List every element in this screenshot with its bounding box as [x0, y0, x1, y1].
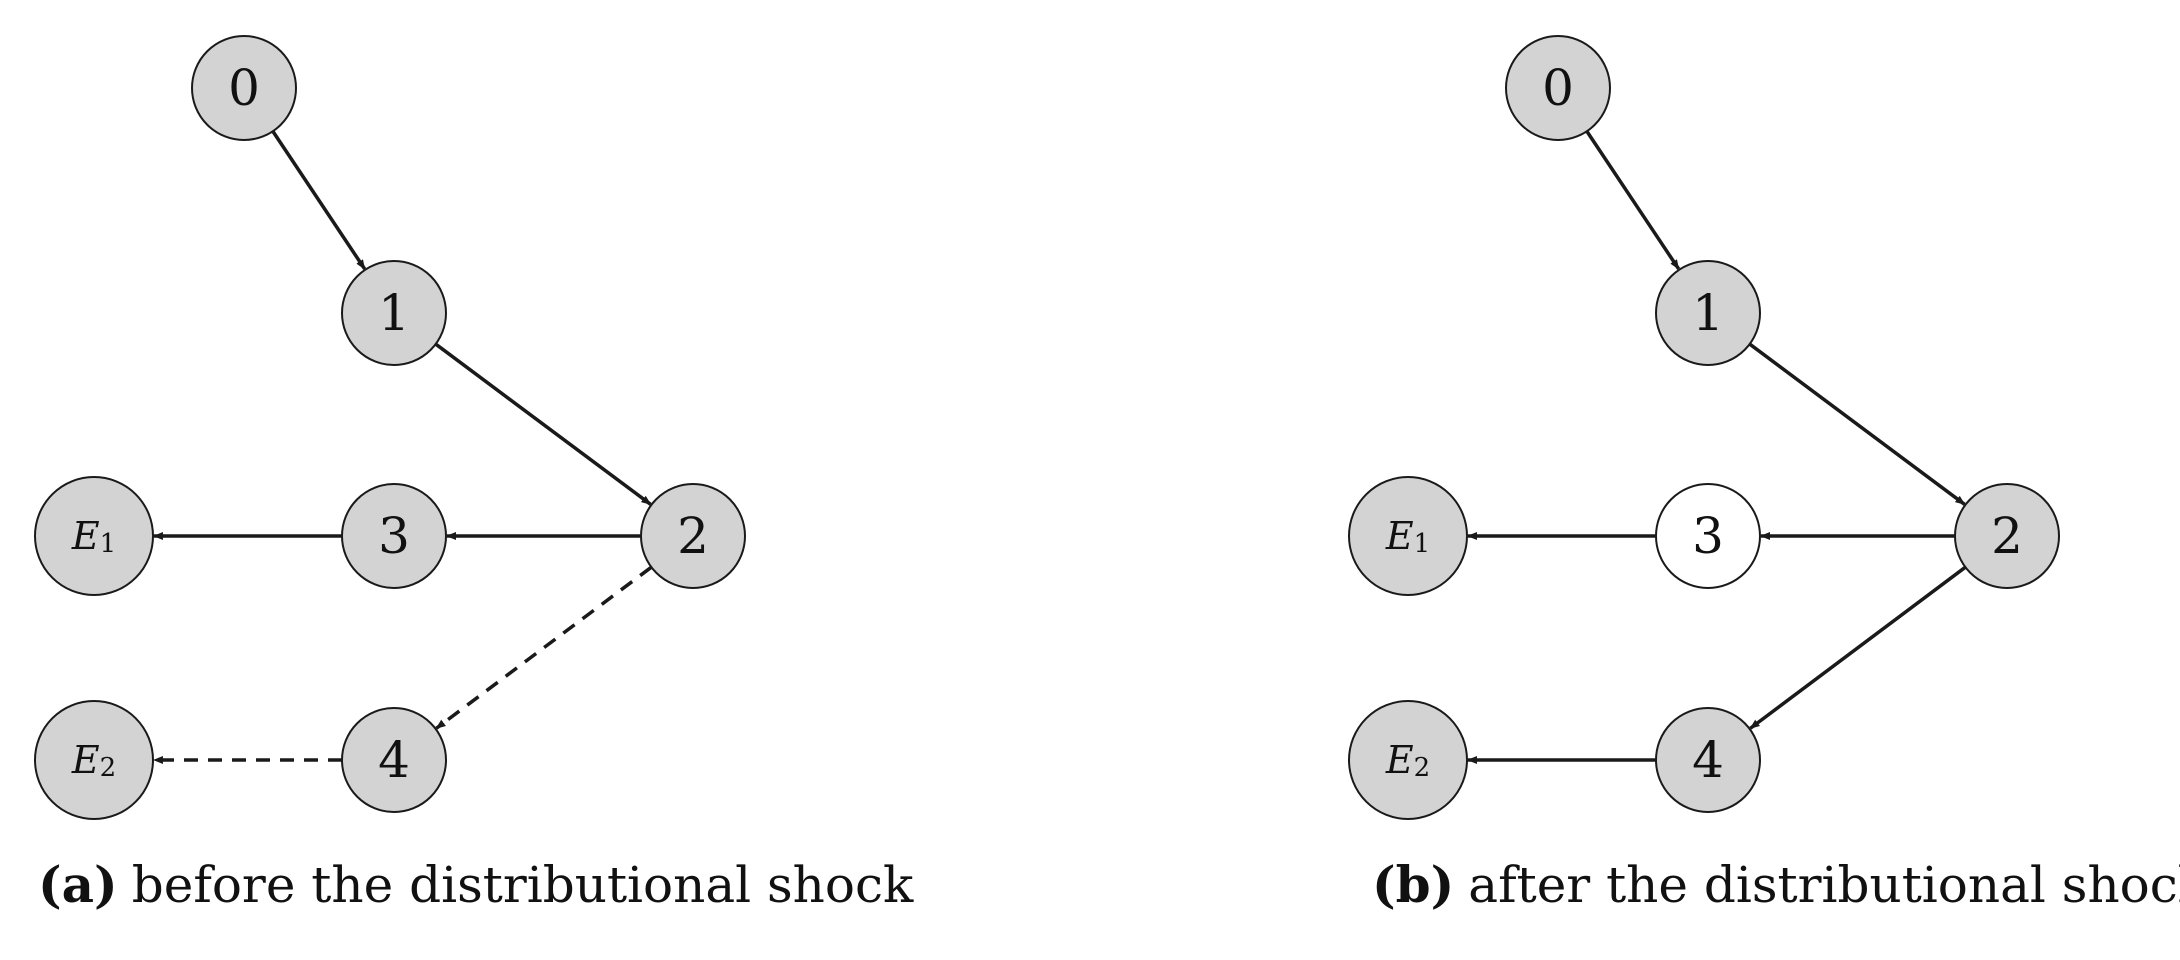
- panel-a-node-E1: E1: [34, 476, 154, 596]
- panel-a-node-E1-label-main: E: [71, 514, 100, 558]
- panel-a-node-2-label: 2: [677, 507, 709, 565]
- panel-b-node-2-circle: [1954, 483, 2060, 589]
- panel-b-caption-text: after the distributional shock: [1468, 856, 2180, 914]
- panel-b-node-E2-label-sub: 2: [1414, 753, 1431, 783]
- panel-a-node-E1-label-sub: 1: [100, 529, 117, 559]
- panel-a-node-1-label: 1: [378, 284, 410, 342]
- panel-b-node-E2-label-main: E: [1385, 738, 1414, 782]
- panel-a-caption: (a)before the distributional shock: [38, 855, 913, 914]
- panel-b-edge-2-to-4: [1749, 565, 1967, 730]
- panel-b-node-4-label: 4: [1692, 731, 1724, 789]
- panel-a-node-3-label: 3: [378, 507, 410, 565]
- panel-b-node-4-circle: [1655, 707, 1761, 813]
- panel-b-node-E1-label-main: E: [1385, 514, 1414, 558]
- panel-b-node-0-label: 0: [1542, 59, 1574, 117]
- panel-a-node-E2-circle: [34, 700, 154, 820]
- panel-b-node-E1: E1: [1348, 476, 1468, 596]
- panel-b-node-1: 1: [1655, 260, 1761, 366]
- panel-a-node-4: 4: [341, 707, 447, 813]
- panel-b-node-E2: E2: [1348, 700, 1468, 820]
- panel-b-tag: (b): [1372, 855, 1455, 914]
- panel-b-node-0-circle: [1505, 35, 1611, 141]
- panel-b-edge-1-to-2: [1748, 342, 1966, 506]
- panel-a-tag: (a): [38, 855, 118, 914]
- panel-a-node-E2-label-main: E: [71, 738, 100, 782]
- panel-a-node-0-circle: [191, 35, 297, 141]
- panel-a-node-E2: E2: [34, 700, 154, 820]
- panel-b-node-1-circle: [1655, 260, 1761, 366]
- panel-a-node-2-circle: [640, 483, 746, 589]
- panel-b-node-E1-label: E1: [1385, 514, 1430, 559]
- panel-a-edge-1-to-2: [434, 342, 652, 506]
- panel-a-node-3-circle: [341, 483, 447, 589]
- panel-b-node-4: 4: [1655, 707, 1761, 813]
- panel-a-node-2: 2: [640, 483, 746, 589]
- panel-a-node-1: 1: [341, 260, 447, 366]
- panel-b-node-3-circle: [1655, 483, 1761, 589]
- panel-a-node-E1-label: E1: [71, 514, 116, 559]
- panel-b-node-E1-label-sub: 1: [1414, 529, 1431, 559]
- panel-a-node-0-label: 0: [228, 59, 260, 117]
- panel-b-node-E2-label: E2: [1385, 738, 1430, 783]
- panel-a-node-3: 3: [341, 483, 447, 589]
- panel-a-node-4-label: 4: [378, 731, 410, 789]
- panel-b-node-E1-circle: [1348, 476, 1468, 596]
- panel-b-node-0: 0: [1505, 35, 1611, 141]
- panel-b-node-E2-circle: [1348, 700, 1468, 820]
- panel-b-edge-0-to-1: [1585, 130, 1681, 270]
- panel-b-node-3-label: 3: [1692, 507, 1724, 565]
- panel-a-node-E2-label-sub: 2: [100, 753, 117, 783]
- panel-b-caption: (b)after the distributional shock: [1372, 855, 2180, 914]
- panel-b-node-3: 3: [1655, 483, 1761, 589]
- panel-a-node-0: 0: [191, 35, 297, 141]
- panel-a-edge-0-to-1: [271, 130, 367, 270]
- panel-a-node-1-circle: [341, 260, 447, 366]
- panel-b-node-2: 2: [1954, 483, 2060, 589]
- panel-b-node-2-label: 2: [1991, 507, 2023, 565]
- panel-a-node-E1-circle: [34, 476, 154, 596]
- panel-a-edge-2-to-4: [435, 565, 653, 730]
- panel-b-node-1-label: 1: [1692, 284, 1724, 342]
- panel-a-caption-text: before the distributional shock: [131, 856, 914, 914]
- panel-a-node-4-circle: [341, 707, 447, 813]
- panel-a-node-E2-label: E2: [71, 738, 116, 783]
